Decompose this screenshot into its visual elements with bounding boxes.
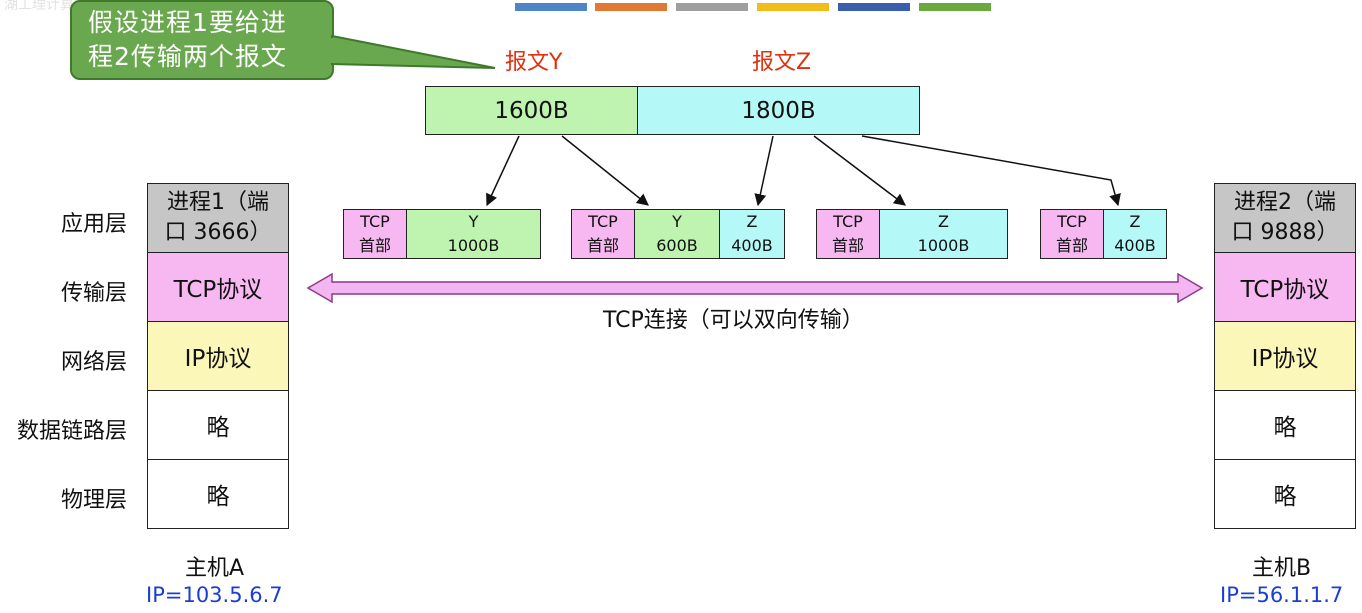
- host-a-process-line2: 口 3666）: [164, 220, 272, 245]
- host-b-physical-label: 略: [1273, 484, 1297, 510]
- segment2-payload-y-name: Y: [672, 212, 682, 231]
- host-b-process-line2: 口 9888）: [1231, 220, 1339, 245]
- host-a-transport-layer: TCP协议: [147, 252, 289, 322]
- segment1-payload-name: Y: [468, 212, 479, 231]
- segment2-payload-z-size: 400B: [731, 236, 773, 255]
- segment4-header: TCP 首部: [1040, 209, 1104, 259]
- layer-label-datalink: 数据链路层: [16, 419, 127, 444]
- arrow-seg3: [813, 135, 906, 206]
- message-z-label: 报文Z: [752, 50, 812, 75]
- layer-label-transport: 传输层: [60, 281, 127, 306]
- host-b-ip-address: IP=56.1.1.7: [1220, 583, 1344, 607]
- top-bar-orange: [595, 3, 667, 11]
- tcp-connection-label: TCP连接（可以双向传输）: [603, 308, 864, 333]
- host-a-ip-address: IP=103.5.6.7: [146, 583, 283, 607]
- host-a-physical-label: 略: [206, 484, 230, 510]
- segment3-header: TCP 首部: [816, 209, 880, 259]
- segment4-payload-z: Z 400B: [1103, 209, 1167, 259]
- segment4-payload-size: 400B: [1114, 236, 1156, 255]
- host-a-physical-layer: 略: [147, 459, 289, 529]
- host-b-stack: 进程2（端 口 9888） TCP协议 IP协议 略 略: [1214, 183, 1356, 529]
- top-bar-blue: [515, 3, 587, 11]
- host-a-stack: 进程1（端 口 3666） TCP协议 IP协议 略 略: [147, 183, 289, 529]
- host-a-name: 主机A: [185, 556, 245, 581]
- arrow-seg4: [861, 135, 1121, 207]
- segment4-header-bottom: 首部: [1055, 236, 1088, 255]
- segment1-payload-size: 1000B: [447, 236, 500, 255]
- message-z-size: 1800B: [741, 97, 816, 124]
- host-b-name: 主机B: [1252, 556, 1312, 581]
- top-bar-navy: [838, 3, 910, 11]
- layer-label-application: 应用层: [60, 212, 127, 237]
- host-b-application-layer: 进程2（端 口 9888）: [1214, 183, 1356, 253]
- host-a-datalink-label: 略: [206, 415, 230, 441]
- host-b-network-layer: IP协议: [1214, 321, 1356, 391]
- callout-line2: 程2传输两个报文: [88, 42, 287, 71]
- message-y-label: 报文Y: [505, 50, 563, 75]
- callout-bubble: 假设进程1要给进 程2传输两个报文: [70, 0, 334, 80]
- host-b-process-line1: 进程2（端: [1234, 190, 1336, 215]
- host-a-application-layer: 进程1（端 口 3666）: [147, 183, 289, 253]
- segment2-payload-y-size: 600B: [656, 236, 698, 255]
- layer-label-network: 网络层: [60, 350, 127, 375]
- segment2-header: TCP 首部: [571, 209, 635, 259]
- segment4-payload-name: Z: [1129, 212, 1141, 231]
- segment2-header-top: TCP: [588, 212, 618, 231]
- segment3-payload-z: Z 1000B: [879, 209, 1008, 259]
- segment2-payload-z: Z 400B: [719, 209, 785, 259]
- segment4-header-top: TCP: [1057, 212, 1087, 231]
- host-a-network-layer: IP协议: [147, 321, 289, 391]
- host-a-ip-label: IP协议: [184, 346, 252, 372]
- layer-label-physical: 物理层: [60, 488, 127, 513]
- segment1-header-bottom: 首部: [358, 236, 391, 255]
- arrow-seg2-z: [754, 135, 774, 207]
- callout-tail: [330, 34, 496, 69]
- segment3-header-top: TCP: [833, 212, 863, 231]
- host-a-process-line1: 进程1（端: [167, 190, 269, 215]
- top-bar-gray: [676, 3, 748, 11]
- host-b-datalink-layer: 略: [1214, 390, 1356, 460]
- tcp-connection-arrow: [306, 272, 1204, 304]
- host-b-datalink-label: 略: [1273, 415, 1297, 441]
- segment2-payload-y: Y 600B: [634, 209, 720, 259]
- segment2-payload-z-name: Z: [746, 212, 758, 231]
- callout-line1: 假设进程1要给进: [88, 8, 287, 37]
- segment2-header-bottom: 首部: [586, 236, 619, 255]
- arrow-seg1: [486, 135, 520, 207]
- host-b-tcp-label: TCP协议: [1240, 277, 1330, 303]
- segment1-header: TCP 首部: [343, 209, 407, 259]
- segment3-payload-name: Z: [938, 212, 949, 231]
- segment1-payload-y: Y 1000B: [406, 209, 541, 259]
- host-a-datalink-layer: 略: [147, 390, 289, 460]
- segment3-payload-size: 1000B: [917, 236, 970, 255]
- segment1-header-top: TCP: [360, 212, 390, 231]
- host-b-transport-layer: TCP协议: [1214, 252, 1356, 322]
- top-bar-yellow: [757, 3, 829, 11]
- message-y-block: 1600B: [425, 86, 638, 135]
- host-b-physical-layer: 略: [1214, 459, 1356, 529]
- host-b-ip-label: IP协议: [1251, 346, 1319, 372]
- arrow-seg2: [561, 135, 649, 206]
- top-bar-green: [919, 3, 991, 11]
- host-a-tcp-label: TCP协议: [173, 277, 263, 303]
- message-z-block: 1800B: [637, 86, 920, 135]
- segment3-header-bottom: 首部: [831, 236, 864, 255]
- message-y-size: 1600B: [494, 97, 569, 124]
